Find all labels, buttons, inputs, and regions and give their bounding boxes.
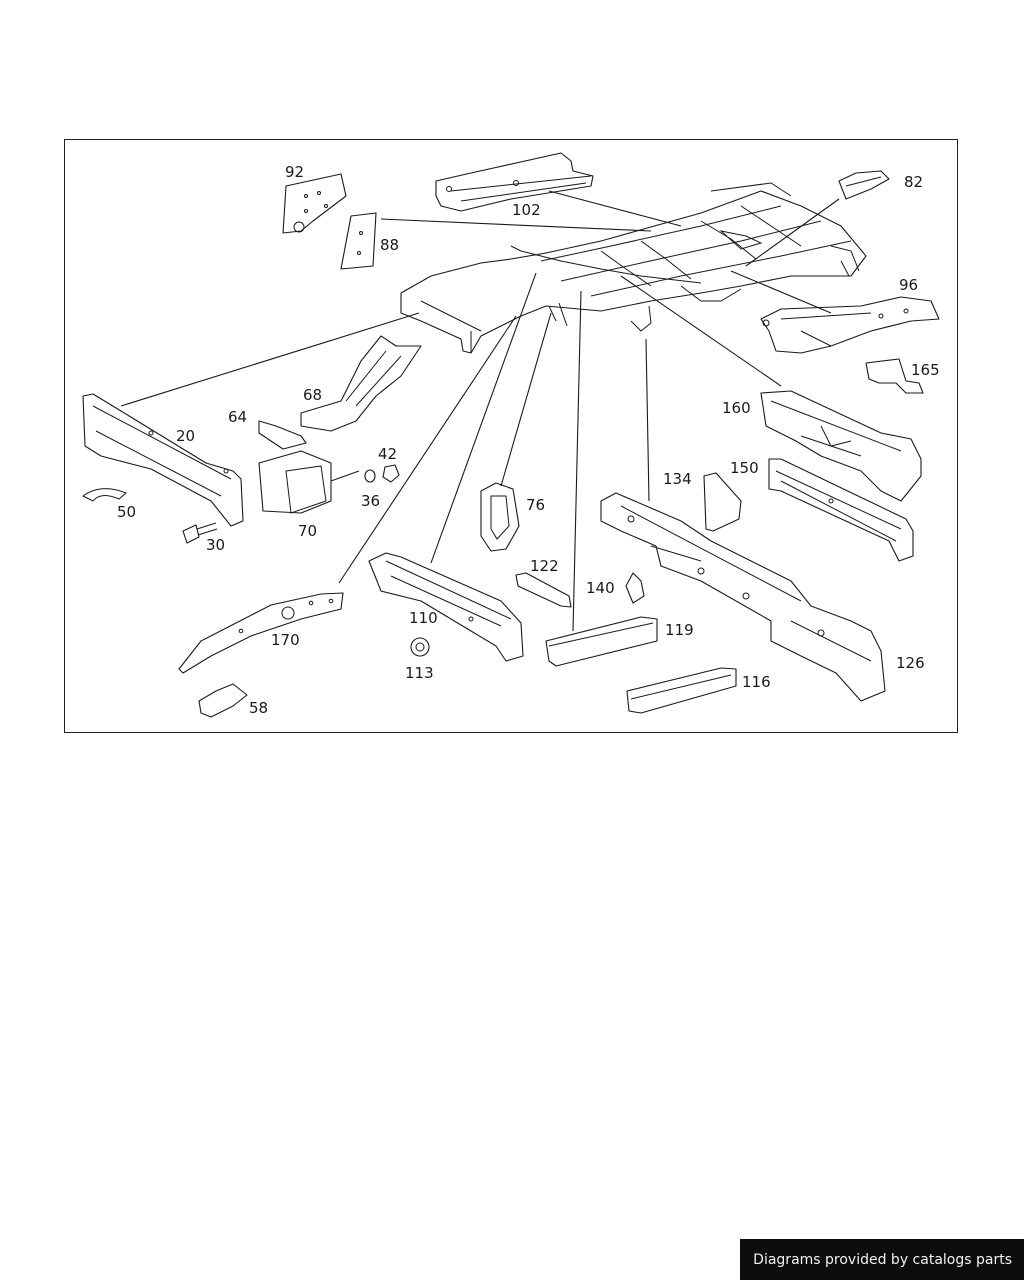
label-110: 110 bbox=[409, 609, 438, 627]
part-160 bbox=[760, 390, 922, 502]
label-76: 76 bbox=[526, 496, 545, 514]
label-68: 68 bbox=[303, 386, 322, 404]
label-102: 102 bbox=[512, 201, 541, 219]
label-126: 126 bbox=[896, 654, 925, 672]
label-150: 150 bbox=[730, 459, 759, 477]
part-58 bbox=[198, 683, 248, 718]
part-170 bbox=[178, 592, 344, 674]
part-134 bbox=[703, 472, 742, 532]
part-76 bbox=[480, 482, 520, 552]
label-50: 50 bbox=[117, 503, 136, 521]
exploded-parts-diagram: 92 88 102 82 96 165 160 150 134 68 64 20… bbox=[82, 152, 940, 718]
part-number-labels: 92 88 102 82 96 165 160 150 134 68 64 20… bbox=[117, 163, 940, 717]
label-122: 122 bbox=[530, 557, 559, 575]
label-58: 58 bbox=[249, 699, 268, 717]
label-165: 165 bbox=[911, 361, 940, 379]
label-20: 20 bbox=[176, 427, 195, 445]
part-70 bbox=[258, 450, 360, 514]
part-119 bbox=[545, 616, 658, 667]
label-113: 113 bbox=[405, 664, 434, 682]
part-126 bbox=[600, 492, 886, 702]
leader-lines bbox=[120, 190, 840, 632]
label-64: 64 bbox=[228, 408, 247, 426]
part-88 bbox=[340, 212, 377, 270]
part-150 bbox=[768, 458, 914, 562]
parts-diagram-frame: 92 88 102 82 96 165 160 150 134 68 64 20… bbox=[64, 139, 958, 733]
footer-credit: Diagrams provided by catalogs parts bbox=[740, 1239, 1024, 1280]
part-42 bbox=[382, 464, 400, 483]
label-70: 70 bbox=[298, 522, 317, 540]
label-96: 96 bbox=[899, 276, 918, 294]
part-165 bbox=[865, 358, 924, 394]
label-36: 36 bbox=[361, 492, 380, 510]
label-170: 170 bbox=[271, 631, 300, 649]
label-82: 82 bbox=[904, 173, 923, 191]
label-140: 140 bbox=[586, 579, 615, 597]
part-110 bbox=[368, 552, 524, 662]
part-96 bbox=[760, 296, 940, 354]
part-36 bbox=[364, 469, 376, 483]
label-160: 160 bbox=[722, 399, 751, 417]
label-30: 30 bbox=[206, 536, 225, 554]
label-42: 42 bbox=[378, 445, 397, 463]
part-50 bbox=[82, 488, 127, 502]
label-134: 134 bbox=[663, 470, 692, 488]
label-88: 88 bbox=[380, 236, 399, 254]
part-140 bbox=[625, 572, 645, 604]
label-116: 116 bbox=[742, 673, 771, 691]
part-20 bbox=[82, 393, 244, 527]
part-122 bbox=[515, 572, 572, 608]
part-30 bbox=[182, 522, 218, 544]
part-113 bbox=[410, 637, 430, 657]
part-64 bbox=[258, 420, 307, 450]
label-92: 92 bbox=[285, 163, 304, 181]
part-92 bbox=[282, 173, 347, 234]
label-119: 119 bbox=[665, 621, 694, 639]
part-68 bbox=[300, 335, 422, 432]
part-116 bbox=[626, 667, 737, 714]
part-102 bbox=[435, 152, 594, 212]
part-82 bbox=[838, 170, 890, 200]
